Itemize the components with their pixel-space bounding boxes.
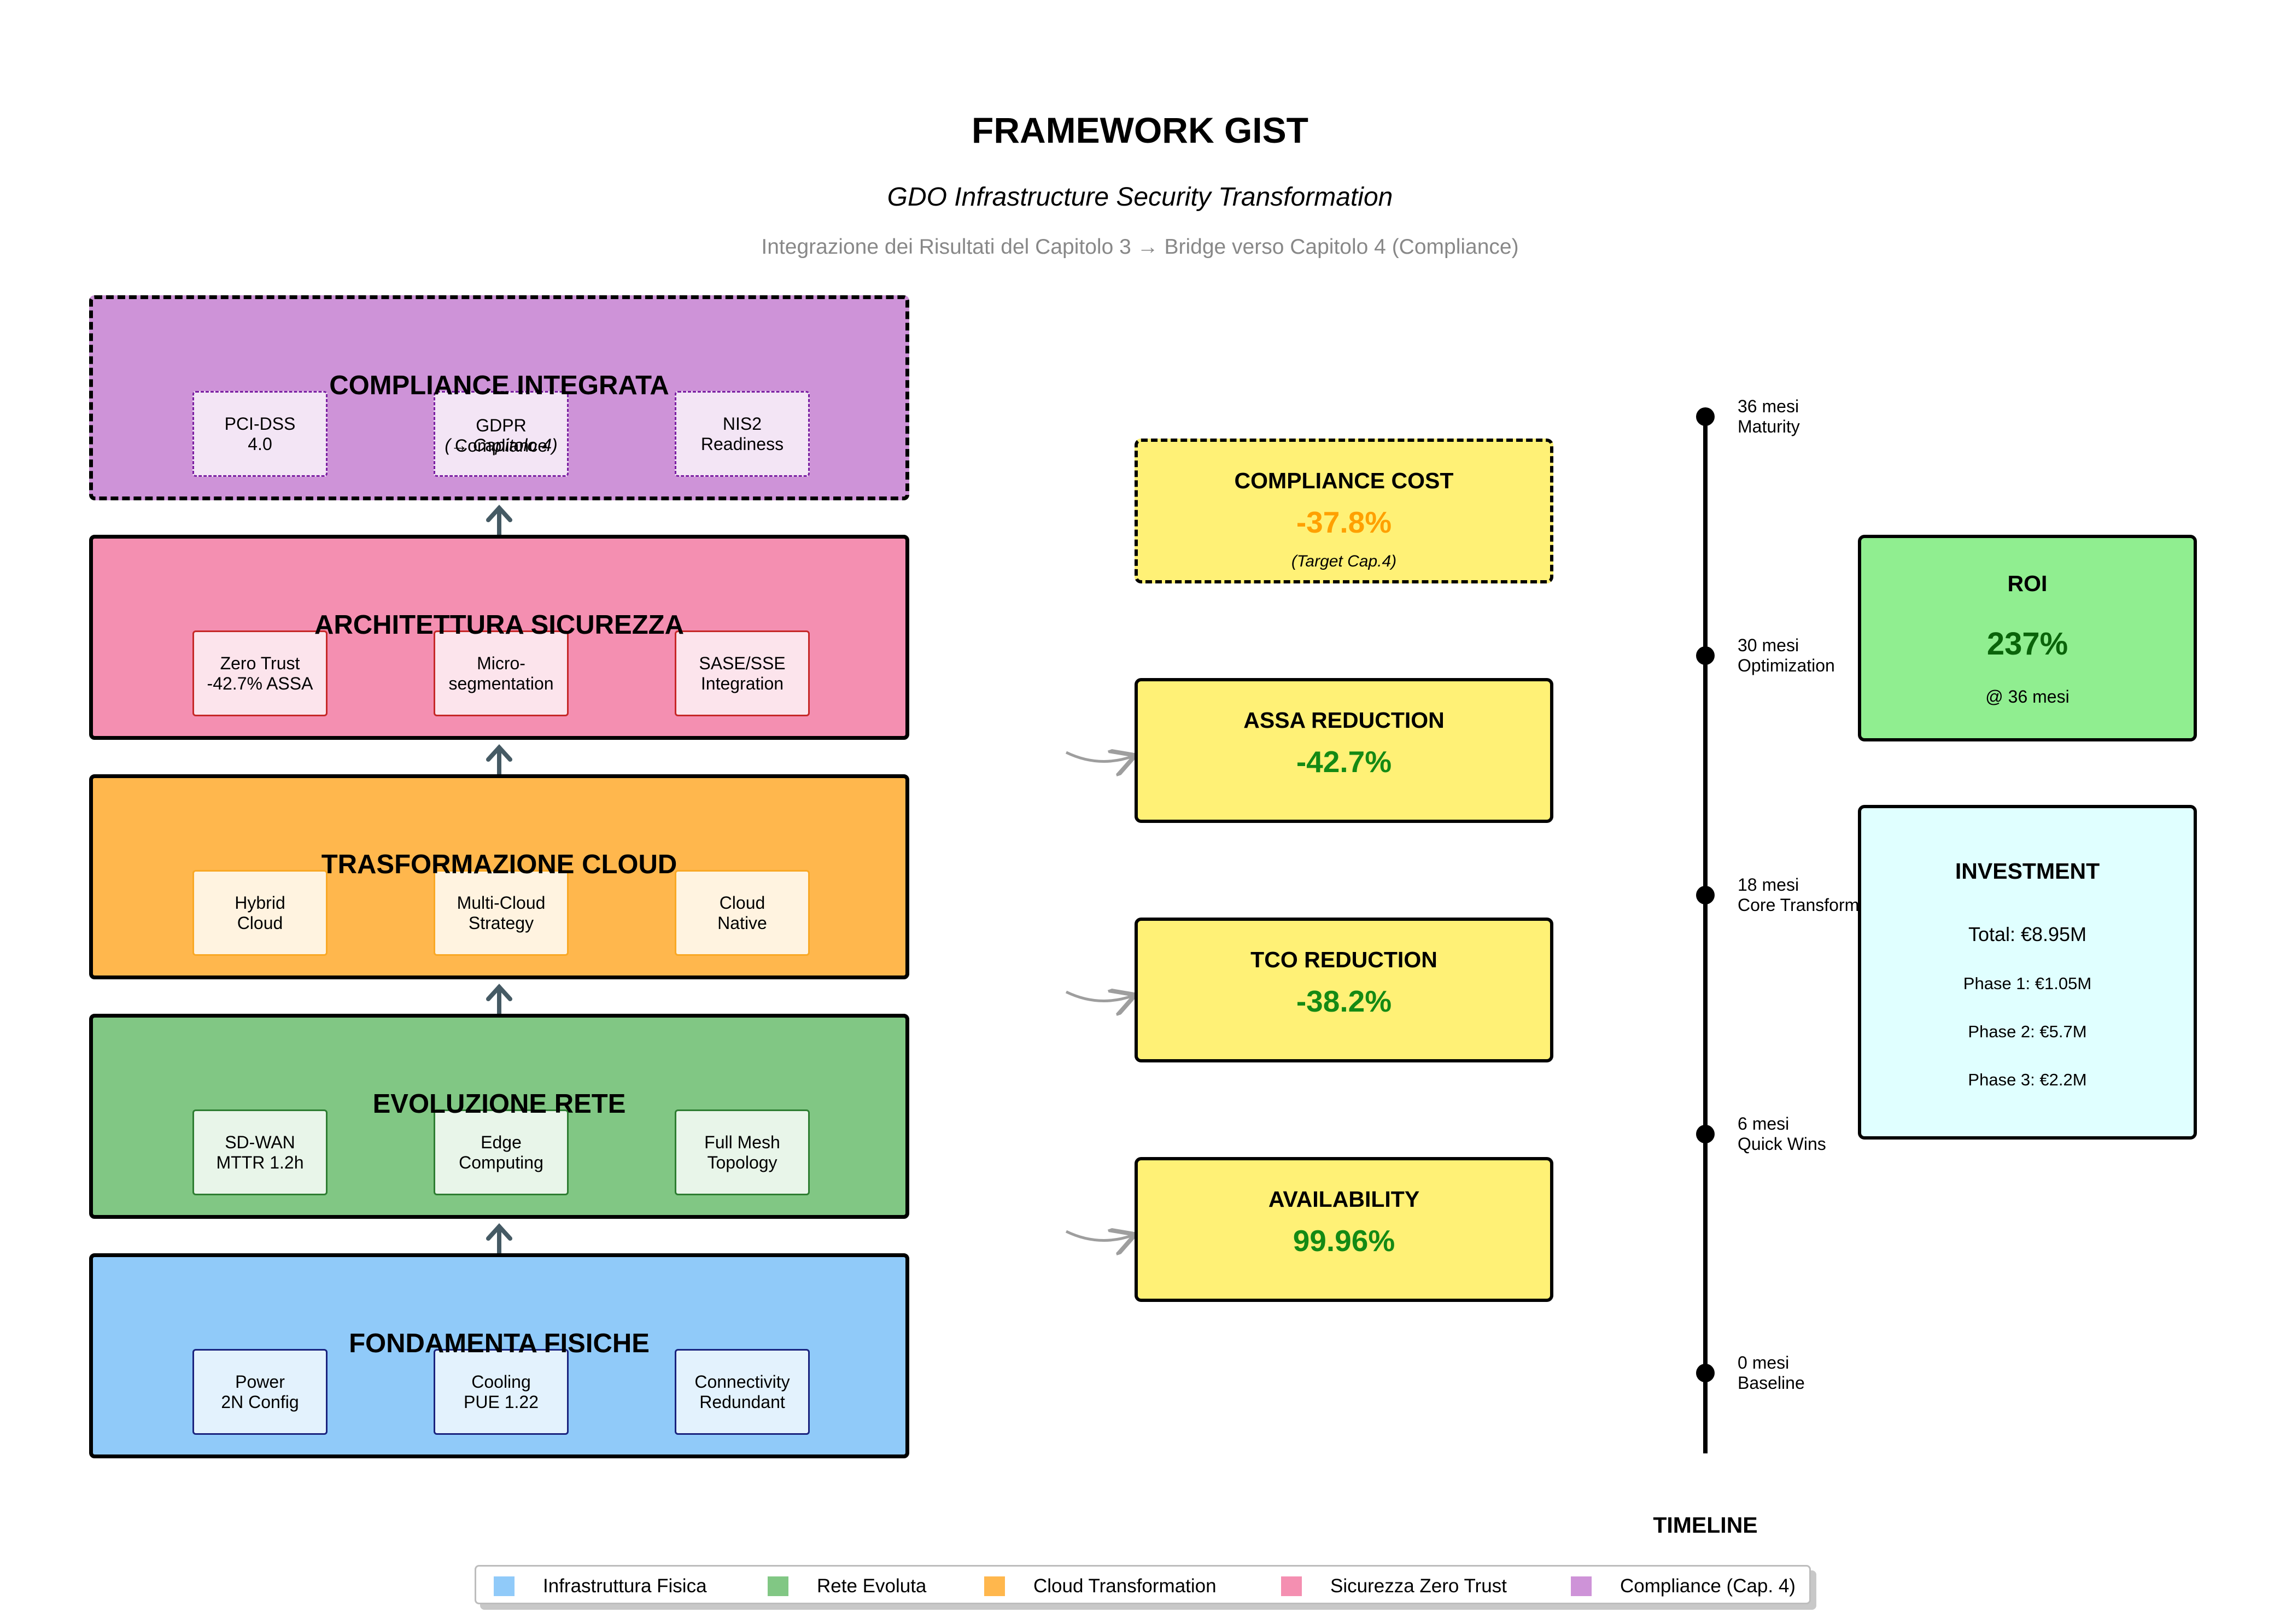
metric-value: -42.7% — [1296, 745, 1392, 779]
timeline-label: 6 mesi Quick Wins — [1738, 1114, 1826, 1154]
curved-arrow-icon — [1065, 992, 1133, 1001]
component-box: NIS2 Readiness — [675, 391, 810, 477]
timeline-dot — [1696, 407, 1715, 426]
metric-label: ASSA REDUCTION — [1243, 708, 1445, 733]
layer-cloud: TRASFORMAZIONE CLOUD Hybrid Cloud Multi-… — [89, 774, 909, 979]
metric-label: TCO REDUCTION — [1250, 947, 1437, 972]
layer-title: COMPLIANCE INTEGRATA — [329, 371, 669, 400]
component-box: Power 2N Config — [192, 1349, 328, 1435]
layer-network: EVOLUZIONE RETE SD-WAN MTTR 1.2h Edge Co… — [89, 1014, 909, 1219]
metric-label: AVAILABILITY — [1268, 1187, 1420, 1212]
layer-title: EVOLUZIONE RETE — [372, 1089, 626, 1119]
legend-swatch — [494, 1576, 515, 1596]
metric-availability: AVAILABILITY 99.96% — [1135, 1157, 1553, 1302]
curved-arrow-icon — [1065, 1231, 1133, 1240]
metric-label: COMPLIANCE COST — [1234, 468, 1454, 493]
legend-swatch — [1571, 1576, 1592, 1596]
legend-item: Infrastruttura Fisica — [494, 1575, 707, 1597]
timeline-label: 18 mesi Core Transform — [1738, 875, 1860, 915]
component-note: (→ Capitolo 4) — [445, 435, 558, 455]
component-box: Micro- segmentation — [434, 630, 569, 716]
component-box: Edge Computing — [434, 1109, 569, 1195]
metric-value: -37.8% — [1296, 505, 1392, 539]
roi-value: 237% — [1986, 626, 2068, 662]
layer-compliance: COMPLIANCE INTEGRATA PCI-DSS 4.0 GDPR Co… — [89, 295, 909, 500]
component-box: Multi-Cloud Strategy — [434, 870, 569, 956]
layer-security: ARCHITETTURA SICUREZZA Zero Trust -42.7%… — [89, 535, 909, 740]
legend-swatch — [1281, 1576, 1302, 1596]
legend-item: Compliance (Cap. 4) — [1571, 1575, 1796, 1597]
legend-label: Compliance (Cap. 4) — [1620, 1575, 1796, 1597]
component-box: Connectivity Redundant — [675, 1349, 810, 1435]
legend-label: Rete Evoluta — [817, 1575, 927, 1597]
metric-tco-reduction: TCO REDUCTION -38.2% — [1135, 918, 1553, 1062]
metric-compliance-cost: COMPLIANCE COST -37.8% (Target Cap.4) — [1135, 439, 1553, 583]
investment-phase-1: Phase 1: €1.05M — [1963, 974, 2092, 993]
timeline-dot — [1696, 886, 1715, 904]
legend-label: Sicurezza Zero Trust — [1330, 1575, 1507, 1597]
layer-title: FONDAMENTA FISICHE — [349, 1329, 650, 1358]
component-box: Cloud Native — [675, 870, 810, 956]
timeline-dot — [1696, 1125, 1715, 1143]
layer-physical: FONDAMENTA FISICHE Power 2N Config Cooli… — [89, 1253, 909, 1458]
roi-box: ROI 237% @ 36 mesi — [1858, 535, 2197, 741]
roi-note: @ 36 mesi — [1985, 687, 2069, 706]
component-box: Zero Trust -42.7% ASSA — [192, 630, 328, 716]
investment-total: Total: €8.95M — [1968, 923, 2087, 945]
component-box: Full Mesh Topology — [675, 1109, 810, 1195]
investment-title: INVESTMENT — [1955, 858, 2100, 884]
timeline-label: 36 mesi Maturity — [1738, 396, 1800, 436]
timeline-dot — [1696, 1364, 1715, 1382]
component-box: PCI-DSS 4.0 — [192, 391, 328, 477]
component-box: GDPR Compliance (→ Capitolo 4) — [434, 391, 569, 477]
legend-item: Cloud Transformation — [984, 1575, 1217, 1597]
metric-value: -38.2% — [1296, 984, 1392, 1018]
legend-item: Rete Evoluta — [768, 1575, 927, 1597]
component-box: SD-WAN MTTR 1.2h — [192, 1109, 328, 1195]
component-box: SASE/SSE Integration — [675, 630, 810, 716]
roi-title: ROI — [2007, 571, 2048, 596]
layer-title: ARCHITETTURA SICUREZZA — [314, 610, 684, 640]
legend-swatch — [768, 1576, 788, 1596]
investment-box: INVESTMENT Total: €8.95M Phase 1: €1.05M… — [1858, 805, 2197, 1140]
legend-item: Sicurezza Zero Trust — [1281, 1575, 1507, 1597]
timeline-dot — [1696, 646, 1715, 665]
legend: Infrastruttura Fisica Rete Evoluta Cloud… — [475, 1565, 1811, 1604]
layer-title: TRASFORMAZIONE CLOUD — [321, 850, 677, 879]
curved-arrow-icon — [1065, 752, 1133, 761]
component-box: Cooling PUE 1.22 — [434, 1349, 569, 1435]
legend-label: Cloud Transformation — [1033, 1575, 1217, 1597]
metric-note: (Target Cap.4) — [1291, 552, 1397, 570]
legend-label: Infrastruttura Fisica — [543, 1575, 707, 1597]
page-title: FRAMEWORK GIST — [972, 110, 1308, 150]
timeline-label: 30 mesi Optimization — [1738, 635, 1835, 675]
component-label: GDPR Compliance — [455, 416, 547, 455]
timeline-title: TIMELINE — [1653, 1512, 1758, 1538]
metric-assa-reduction: ASSA REDUCTION -42.7% — [1135, 678, 1553, 823]
legend-swatch — [984, 1576, 1005, 1596]
timeline-label: 0 mesi Baseline — [1738, 1353, 1805, 1393]
bridge-caption: Integrazione dei Risultati del Capitolo … — [761, 235, 1519, 259]
page-subtitle: GDO Infrastructure Security Transformati… — [887, 183, 1393, 212]
metric-value: 99.96% — [1293, 1224, 1395, 1258]
investment-phase-2: Phase 2: €5.7M — [1968, 1022, 2087, 1041]
component-box: Hybrid Cloud — [192, 870, 328, 956]
investment-phase-3: Phase 3: €2.2M — [1968, 1070, 2087, 1089]
